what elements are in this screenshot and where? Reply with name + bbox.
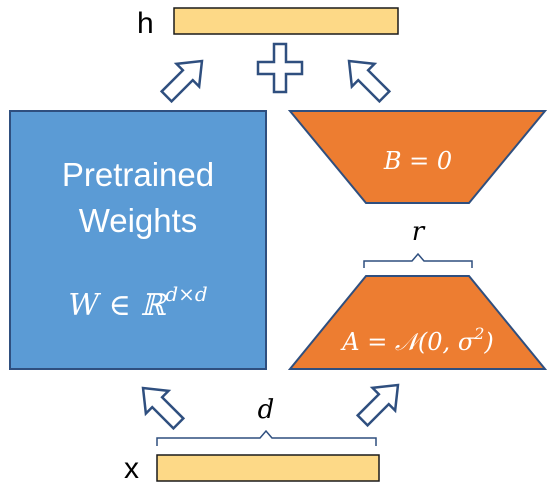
input-label: x	[124, 452, 139, 485]
plus-icon	[256, 42, 304, 94]
rank-brace	[363, 252, 473, 268]
pretrained-formula-sup: d×d	[165, 282, 207, 306]
input-vector	[156, 454, 380, 482]
matrix-a-formula: A = 𝒩(0, σ2)	[340, 324, 494, 356]
matrix-b-block	[287, 110, 548, 204]
arrow-up-right-icon	[355, 383, 400, 428]
arrow-up-right-icon	[159, 59, 204, 104]
matrix-a-formula-sup: 2	[473, 324, 484, 343]
arrow-up-left-icon	[347, 59, 392, 104]
pretrained-title-line1: Pretrained	[62, 156, 214, 193]
pretrained-formula: W ∈ ℝd×d	[68, 282, 207, 323]
pretrained-weights-block	[9, 110, 267, 370]
pretrained-title-line2: Weights	[79, 202, 198, 239]
matrix-b-formula: B = 0	[383, 147, 452, 175]
arrow-up-left-icon	[141, 386, 186, 431]
dim-brace	[156, 429, 377, 446]
matrix-a-block	[287, 275, 548, 370]
dim-label: d	[258, 395, 275, 425]
matrix-a-formula-end: )	[483, 328, 493, 356]
rank-label: r	[412, 217, 426, 247]
output-label: h	[137, 7, 154, 40]
output-vector	[173, 7, 399, 35]
